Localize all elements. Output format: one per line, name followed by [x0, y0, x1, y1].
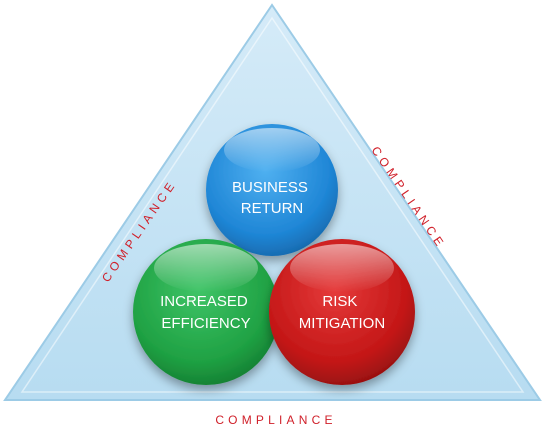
- risk-mitigation-label-line2: MITIGATION: [299, 315, 385, 332]
- svg-text:INCREASED EFFICIENCY: INCREASED EFFICIENCY: [160, 293, 252, 332]
- increased-efficiency-label-line1: INCREASED: [160, 293, 248, 310]
- circle-increased-efficiency: INCREASED EFFICIENCY: [133, 239, 279, 385]
- svg-text:BUSINESS RETURN: BUSINESS RETURN: [232, 179, 312, 217]
- increased-efficiency-label-line2: EFFICIENCY: [161, 315, 250, 332]
- business-return-label-line1: BUSINESS: [232, 179, 308, 196]
- circle-business-return: BUSINESS RETURN: [206, 124, 338, 256]
- triangle-inner-highlight: [20, 16, 525, 393]
- bottom-edge-label: COMPLIANCE: [215, 413, 336, 427]
- circle-risk-mitigation: RISK MITIGATION: [269, 239, 415, 385]
- risk-mitigation-label-line1: RISK: [322, 293, 357, 310]
- svg-text:RISK MITIGATION: RISK MITIGATION: [299, 293, 385, 332]
- business-return-label-line2: RETURN: [241, 200, 304, 217]
